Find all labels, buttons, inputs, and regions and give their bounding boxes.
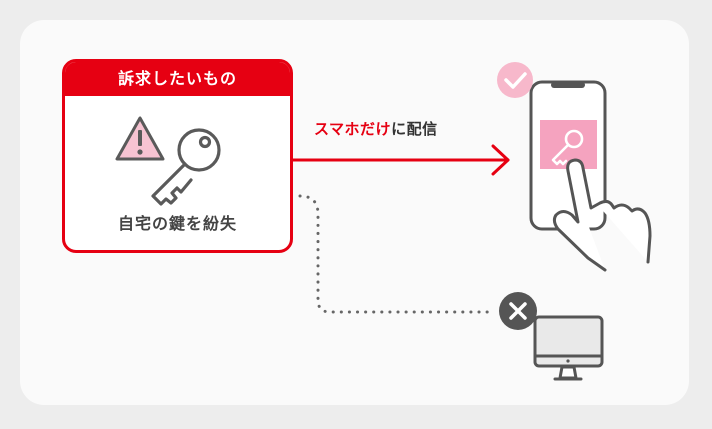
check-badge-icon [497,62,533,98]
key-icon [151,128,221,206]
target-card: 訴求したいもの 自宅の鍵を紛失 [62,59,293,253]
delivery-label-rest: に配信 [391,120,438,138]
desktop-monitor-icon [533,315,604,381]
delivery-label: スマホだけに配信 [314,118,438,139]
warning-triangle-icon [115,116,165,161]
card-caption: 自宅の鍵を紛失 [117,214,237,233]
card-header: 訴求したいもの [65,62,290,96]
delivery-arrow [291,144,510,176]
delivery-label-emphasis: スマホだけ [314,120,392,138]
screen-key-icon [551,129,584,166]
pointing-hand-icon [552,158,652,272]
dotted-connector [298,194,497,314]
cross-badge-icon [499,292,537,330]
